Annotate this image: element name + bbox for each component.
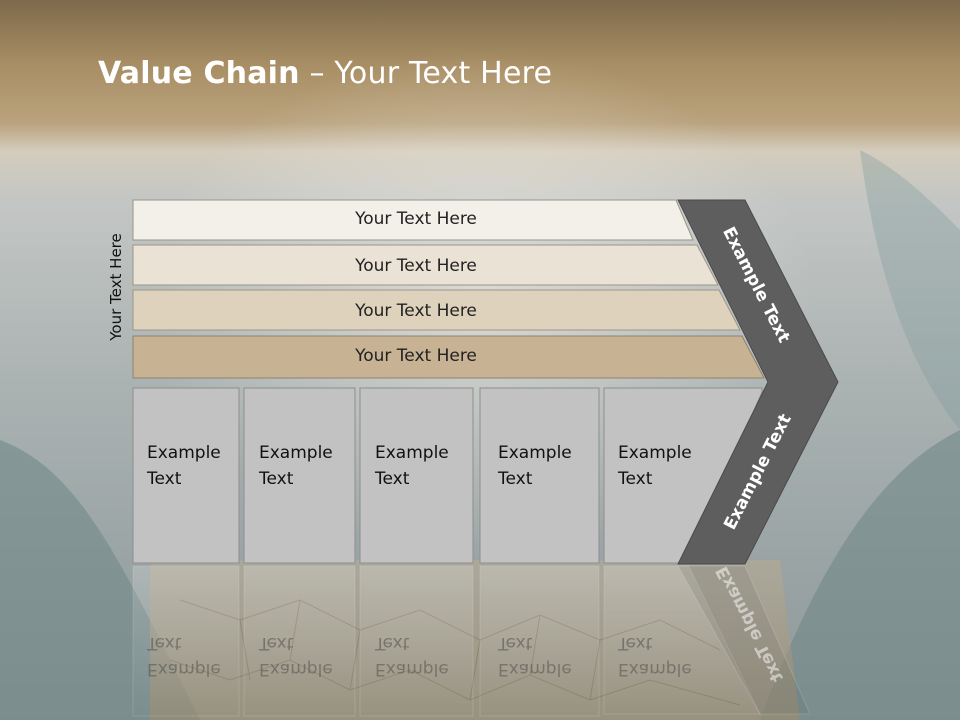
title-rest: – Your Text Here (299, 56, 553, 91)
slide-title: Value Chain – Your Text Here (98, 56, 552, 91)
title-bold: Value Chain (98, 56, 300, 91)
support-cell-3 (359, 387, 474, 564)
primary-row-1-label: Your Text Here (355, 209, 477, 229)
support-cell-1 (132, 387, 240, 564)
primary-row-2 (132, 244, 719, 286)
primary-row-4-label: Your Text Here (355, 346, 477, 366)
support-cell-2 (243, 387, 356, 564)
reflection-shapes (132, 565, 811, 717)
support-cell-4 (479, 387, 600, 564)
primary-row-3-label: Your Text Here (355, 301, 477, 321)
primary-row-4 (132, 335, 765, 379)
primary-row-2-label: Your Text Here (355, 256, 477, 276)
primary-row-3 (132, 289, 741, 331)
primary-row-1 (132, 199, 694, 241)
side-label: Your Text Here (107, 233, 125, 341)
margin-chevron (677, 199, 839, 565)
